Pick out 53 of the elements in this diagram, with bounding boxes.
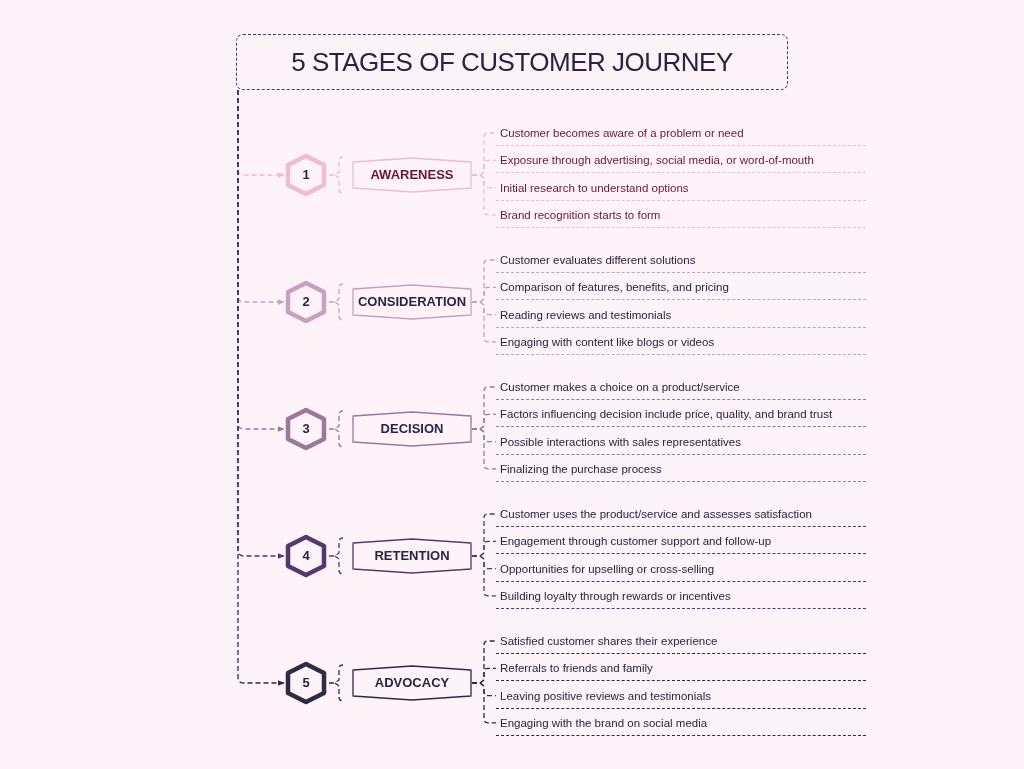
detail-text: Finalizing the purchase process	[496, 455, 866, 482]
number-hexagon	[285, 662, 327, 704]
stage-label: DECISION	[379, 420, 445, 438]
brace-connector	[471, 174, 497, 216]
brace-connector	[328, 664, 344, 702]
stage-number: 4	[301, 547, 311, 565]
detail-text: Leaving positive reviews and testimonials	[496, 682, 866, 709]
stage-number: 1	[301, 166, 311, 184]
detail-text: Customer uses the product/service and assesses satisfaction	[496, 501, 866, 527]
detail-text: Reading reviews and testimonials	[496, 301, 866, 328]
number-hexagon	[285, 535, 327, 577]
number-hexagon	[285, 281, 327, 323]
header-label: 5 STAGES OF CUSTOMER JOURNEY	[290, 46, 734, 79]
stage-label: RETENTION	[373, 547, 451, 565]
brace-connector	[328, 283, 344, 321]
stage-hexagon	[352, 411, 472, 447]
detail-text: Factors influencing decision include price, quality, and brand trust	[496, 401, 866, 428]
stage-number: 2	[301, 293, 311, 311]
detail-text: Customer makes a choice on a product/service	[496, 374, 866, 400]
detail-text: Possible interactions with sales representatives	[496, 428, 866, 455]
stage-number: 3	[301, 420, 311, 438]
detail-text: Referrals to friends and family	[496, 655, 866, 682]
stage-label: AWARENESS	[369, 166, 455, 184]
detail-text: Opportunities for upselling or cross-selling	[496, 555, 866, 582]
detail-text: Building loyalty through rewards or incentives	[496, 582, 866, 609]
stage-label: CONSIDERATION	[356, 293, 468, 311]
brace-connector	[471, 682, 497, 724]
brace-connector	[328, 537, 344, 575]
stage-hexagon	[352, 665, 472, 701]
stage-hexagon	[352, 157, 472, 193]
brace-connector	[471, 555, 497, 597]
detail-text: Initial research to understand options	[496, 174, 866, 201]
brace-connector	[471, 428, 497, 470]
detail-text: Engaging with content like blogs or videos	[496, 328, 866, 355]
brace-connector	[471, 301, 497, 343]
brace-connector	[328, 156, 344, 194]
detail-text: Customer evaluates different solutions	[496, 247, 866, 273]
brace-connector	[328, 410, 344, 448]
stage-hexagon	[352, 538, 472, 574]
detail-text: Customer becomes aware of a problem or need	[496, 120, 866, 146]
detail-text: Engaging with the brand on social media	[496, 709, 866, 736]
arrow	[237, 89, 285, 686]
detail-text: Comparison of features, benefits, and pricing	[496, 274, 866, 301]
stage-hexagon	[352, 284, 472, 320]
detail-text: Exposure through advertising, social media, or word-of-mouth	[496, 147, 866, 174]
number-hexagon	[285, 154, 327, 196]
stage-number: 5	[301, 674, 311, 692]
detail-text: Satisfied customer shares their experience	[496, 628, 866, 654]
detail-text: Engagement through customer support and follow-up	[496, 528, 866, 555]
stage-label: ADVOCACY	[373, 674, 451, 692]
title-box	[236, 34, 788, 90]
detail-text: Brand recognition starts to form	[496, 201, 866, 228]
number-hexagon	[285, 408, 327, 450]
